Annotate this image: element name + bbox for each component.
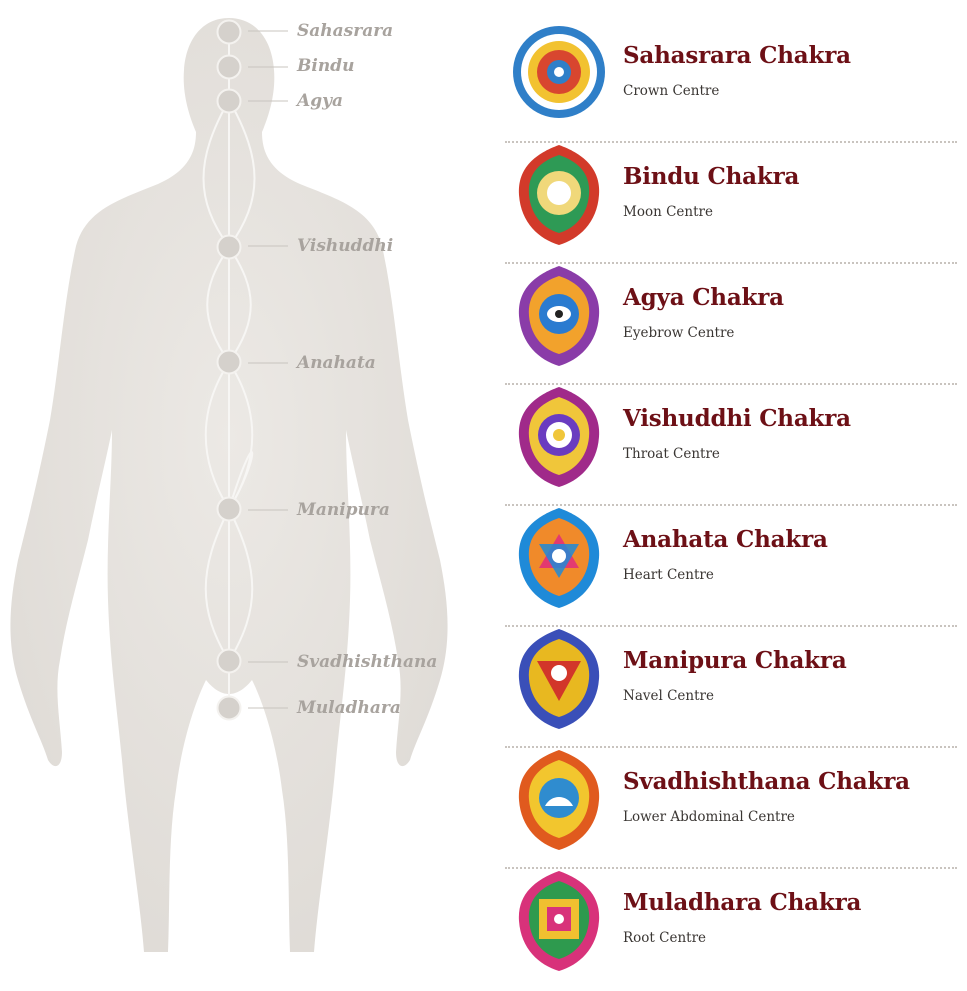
label-agya: Agya: [297, 91, 343, 111]
chakra-title[interactable]: Muladhara Chakra: [623, 889, 862, 916]
row-divider: [505, 504, 957, 506]
body-silhouette-figure: [10, 18, 448, 952]
muladhara-mandala-icon: [518, 871, 600, 971]
chakra-nodes: [216, 19, 242, 721]
row-divider: [505, 262, 957, 264]
label-sahasrara: Sahasrara: [297, 21, 394, 41]
label-svadhishthana: Svadhishthana: [297, 652, 438, 672]
vishuddhi-mandala-icon: [518, 387, 600, 487]
sahasrara-mandala-icon: [513, 26, 605, 118]
svadhishthana-mandala-icon: [518, 750, 600, 850]
chakra-subtitle: Navel Centre: [623, 688, 714, 704]
chakra-row-vishuddhi[interactable]: Vishuddhi Chakra Throat Centre: [505, 385, 957, 506]
label-bindu: Bindu: [297, 56, 355, 76]
node-vishuddhi: [216, 234, 242, 260]
leader-lines: [248, 30, 288, 709]
chakra-title[interactable]: Anahata Chakra: [623, 526, 828, 553]
chakra-subtitle: Lower Abdominal Centre: [623, 809, 795, 825]
chakra-title[interactable]: Manipura Chakra: [623, 647, 847, 674]
row-divider: [505, 141, 957, 143]
node-sahasrara: [216, 19, 242, 45]
row-divider: [505, 383, 957, 385]
node-bindu: [216, 54, 242, 80]
chakra-list: Sahasrara Chakra Crown Centre Bindu Chak…: [505, 22, 957, 990]
label-muladhara: Muladhara: [297, 698, 401, 718]
node-manipura: [216, 496, 242, 522]
bindu-mandala-icon: [518, 145, 600, 245]
chakra-title[interactable]: Svadhishthana Chakra: [623, 768, 910, 795]
label-manipura: Manipura: [297, 500, 390, 520]
chakra-title[interactable]: Sahasrara Chakra: [623, 42, 851, 69]
manipura-mandala-icon: [518, 629, 600, 729]
label-vishuddhi: Vishuddhi: [297, 236, 394, 256]
chakra-subtitle: Throat Centre: [623, 446, 720, 462]
chakra-row-muladhara[interactable]: Muladhara Chakra Root Centre: [505, 869, 957, 990]
chakra-title[interactable]: Agya Chakra: [623, 284, 784, 311]
chakra-subtitle: Eyebrow Centre: [623, 325, 735, 341]
row-divider: [505, 625, 957, 627]
chakra-row-manipura[interactable]: Manipura Chakra Navel Centre: [505, 627, 957, 748]
node-anahata: [216, 349, 242, 375]
node-agya: [216, 88, 242, 114]
agya-mandala-icon: [518, 266, 600, 366]
chakra-title[interactable]: Bindu Chakra: [623, 163, 800, 190]
chakra-row-agya[interactable]: Agya Chakra Eyebrow Centre: [505, 264, 957, 385]
row-divider: [505, 867, 957, 869]
chakra-subtitle: Moon Centre: [623, 204, 713, 220]
chakra-row-svadhishthana[interactable]: Svadhishthana Chakra Lower Abdominal Cen…: [505, 748, 957, 869]
chakra-subtitle: Heart Centre: [623, 567, 714, 583]
node-svadhishthana: [216, 648, 242, 674]
chakra-title[interactable]: Vishuddhi Chakra: [623, 405, 851, 432]
chakra-subtitle: Crown Centre: [623, 83, 720, 99]
chakra-row-anahata[interactable]: Anahata Chakra Heart Centre: [505, 506, 957, 627]
chakra-subtitle: Root Centre: [623, 930, 707, 946]
anahata-mandala-icon: [518, 508, 600, 608]
node-muladhara: [216, 695, 242, 721]
label-anahata: Anahata: [297, 353, 376, 373]
chakra-row-sahasrara[interactable]: Sahasrara Chakra Crown Centre: [505, 22, 957, 143]
row-divider: [505, 746, 957, 748]
chakra-row-bindu[interactable]: Bindu Chakra Moon Centre: [505, 143, 957, 264]
